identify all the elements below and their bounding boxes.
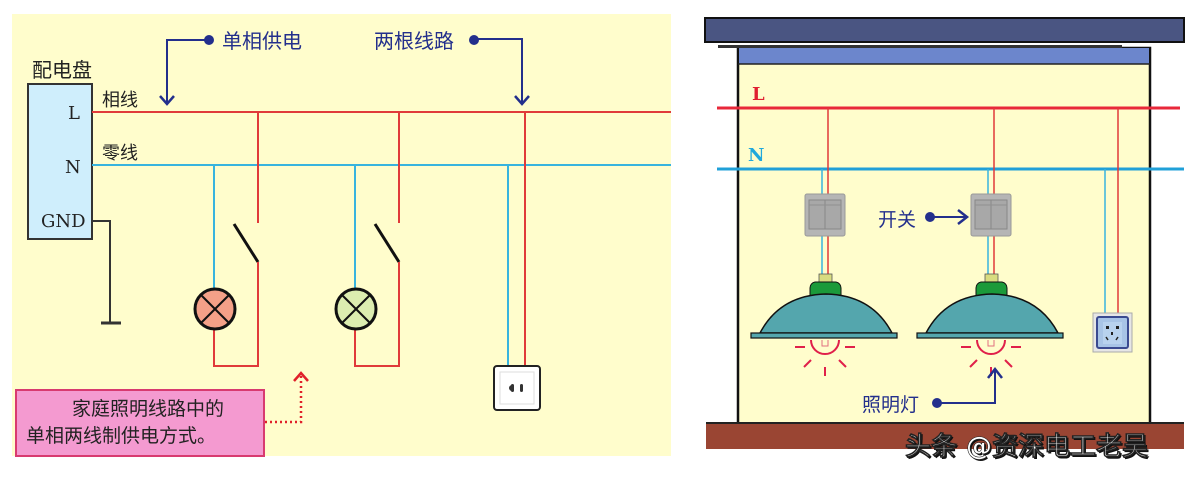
line-L-label: L: [752, 84, 765, 105]
floor: [706, 423, 1184, 449]
watermark: 头条 @资深电工老吴: [905, 432, 1148, 462]
right-room-illustration: L N 开关: [704, 17, 1185, 464]
callout-switch-label: 开关: [878, 209, 916, 231]
switch-1: [232, 223, 260, 263]
callout-single-phase: 单相供电: [159, 29, 302, 106]
note-line-1: 家庭照明线路中的: [72, 398, 224, 420]
watermark-shadow: 头条 @资深电工老吴: [907, 434, 1150, 464]
left-panel-background: [12, 14, 671, 456]
light-bulb-glow-2: [961, 339, 1021, 376]
lamp-symbol-1: [193, 287, 237, 331]
left-schematic-panel: 配电盘 L N GND 相线 零线: [12, 14, 671, 457]
ground-wire: [92, 220, 111, 322]
wall-outlet-5pin: [1092, 312, 1133, 353]
wall-switch-2: [970, 193, 1012, 237]
phase-wire-label: 相线: [102, 90, 138, 111]
callout-single-phase-label: 单相供电: [222, 29, 302, 53]
terminal-L-label: L: [68, 103, 80, 124]
terminal-N-label: N: [65, 157, 81, 178]
pendant-lamp-1: [750, 273, 898, 376]
lamp-circuit-1: [193, 112, 260, 367]
ceiling-band: [739, 48, 1149, 64]
lamp-symbol-2: [334, 287, 378, 331]
neutral-wire-label: 零线: [102, 143, 138, 164]
note-box: 家庭照明线路中的 单相两线制供电方式。: [15, 371, 309, 457]
line-N-label: N: [748, 145, 764, 166]
outlet-circuit: [493, 112, 541, 411]
callout-switch: 开关: [878, 209, 970, 231]
pendant-lamp-2: [916, 273, 1064, 376]
callout-two-wires-label: 两根线路: [374, 29, 454, 53]
lamp-circuit-2: [334, 112, 401, 367]
light-bulb-glow-1: [795, 339, 855, 376]
distribution-board-label: 配电盘: [32, 58, 92, 82]
callout-lighting-lamp: 照明灯: [862, 366, 1003, 416]
callout-lamp-label: 照明灯: [862, 394, 919, 416]
terminal-GND-label: GND: [41, 211, 86, 232]
callout-two-wires: 两根线路: [374, 29, 530, 106]
wall-switch-1: [804, 193, 846, 237]
roof-slab: [704, 17, 1185, 43]
room-walls: [736, 46, 1152, 426]
distribution-board: [27, 83, 93, 240]
note-line-2: 单相两线制供电方式。: [26, 425, 216, 447]
switch-2: [373, 223, 401, 263]
